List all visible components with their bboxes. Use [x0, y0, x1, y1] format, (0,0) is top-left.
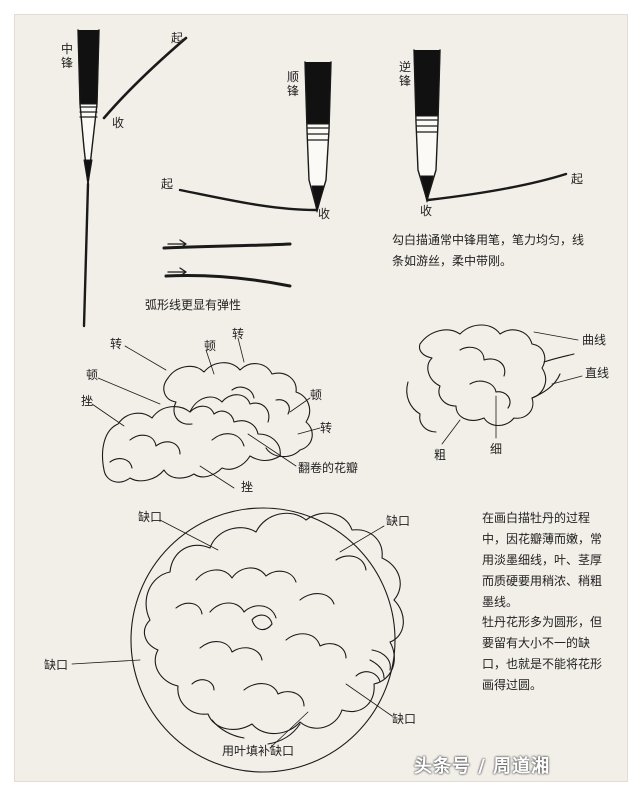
peony-flower	[143, 512, 404, 745]
label-gap-left: 缺口	[44, 658, 69, 672]
label-start-1: 起	[171, 31, 184, 45]
brush-center-tip	[77, 29, 100, 328]
label-turn-c: 转	[320, 421, 333, 435]
arrow-lines	[162, 239, 292, 288]
label-gap-top-right: 缺口	[386, 514, 411, 528]
label-press-b: 挫	[241, 480, 254, 494]
label-thick: 粗	[434, 448, 447, 462]
peony-guide-circle	[130, 507, 396, 773]
label-end-2: 收	[318, 207, 331, 221]
label-straight: 直线	[585, 366, 610, 380]
stroke-note: 勾白描通常中锋用笔，笔力均匀，线条如游丝，柔中带刚。	[392, 233, 585, 268]
brush-forward-tip	[304, 61, 332, 213]
label-forward-tip: 顺锋	[286, 70, 299, 98]
label-curve: 曲线	[582, 333, 607, 347]
label-turn-a: 转	[110, 337, 123, 351]
label-fill-with-leaves: 用叶填补缺口	[222, 744, 295, 758]
petal-sketch-2	[406, 324, 575, 433]
label-center-tip: 中锋	[60, 42, 73, 70]
label-press-a: 挫	[81, 394, 94, 408]
label-end-3: 收	[420, 204, 433, 218]
stroke-reverse	[426, 172, 568, 202]
leader-lines	[71, 331, 583, 749]
watermark: 头条号 / 周道湘	[414, 756, 551, 777]
label-end-1: 收	[112, 116, 125, 130]
label-gap-top-left: 缺口	[138, 510, 163, 524]
arc-note: 弧形线更显有弹性	[145, 298, 242, 312]
brush-reverse-tip	[413, 49, 441, 203]
peony-note-2: 牡丹花形多为圆形，但要留有大小不一的缺口，也就是不能将花形画得过圆。	[482, 615, 603, 692]
stroke-forward	[178, 188, 318, 212]
stroke-curve-1	[102, 36, 188, 120]
label-turn-b: 转	[232, 327, 245, 341]
label-pause-c: 顿	[310, 388, 323, 402]
label-reverse-tip: 逆锋	[398, 60, 411, 88]
label-start-2: 起	[161, 177, 174, 191]
label-gap-bottom-right: 缺口	[392, 712, 417, 726]
label-curled-petal: 翻卷的花瓣	[298, 461, 359, 475]
peony-note-1: 在画白描牡丹的过程中，因花瓣薄而嫩，常用淡墨细线，叶、茎厚而质硬要用稍浓、稍粗墨…	[482, 511, 603, 609]
label-start-3: 起	[571, 172, 584, 186]
label-pause-b: 顿	[86, 368, 99, 382]
label-thin: 细	[490, 442, 503, 456]
label-pause-a: 顿	[204, 339, 217, 353]
petal-sketch-1	[101, 362, 313, 483]
